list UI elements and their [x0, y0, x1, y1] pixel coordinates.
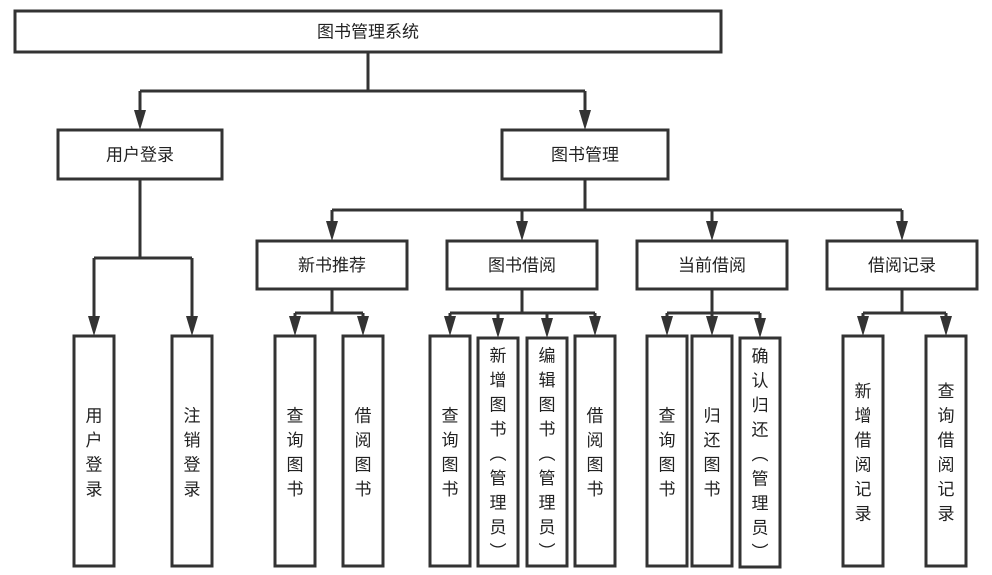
node-label: 图书借阅 [488, 256, 556, 276]
node-br-query-records: 查询借阅记录 [924, 334, 968, 568]
node-book-borrow: 图书借阅 [445, 239, 599, 291]
arrowhead-nbr-query-books [289, 316, 301, 336]
arrowhead-book-borrow [516, 221, 528, 241]
node-label: 新书推荐 [298, 256, 366, 276]
node-bb-borrow-books: 借阅图书 [573, 334, 617, 568]
node-bb-query-books: 查询图书 [428, 334, 472, 568]
arrowhead-nbr-borrow-books [357, 316, 369, 336]
node-label: 用户登录 [106, 146, 174, 166]
node-logout: 注销登录 [170, 334, 214, 568]
node-nbr-borrow-books: 借阅图书 [341, 334, 385, 568]
nodes: 图书管理系统用户登录用户登录注销登录图书管理新书推荐查询图书借阅图书图书借阅查询… [13, 9, 979, 569]
node-box [645, 334, 689, 568]
node-box [635, 239, 789, 291]
node-label: 查询借阅记录 [938, 382, 955, 524]
node-label: 新增图书︵管理员︶ [490, 346, 507, 562]
arrowhead-bb-borrow-books [589, 316, 601, 336]
node-label: 新增借阅记录 [855, 382, 872, 524]
node-box [525, 336, 569, 568]
node-user-login: 用户登录 [56, 128, 224, 181]
node-box [841, 334, 885, 568]
node-box [825, 239, 979, 291]
node-box [428, 334, 472, 568]
node-bb-edit-book: 编辑图书︵管理员︶ [525, 336, 569, 568]
arrowhead-user-login [134, 110, 146, 130]
node-label: 借阅图书 [355, 407, 372, 501]
node-box [476, 336, 520, 568]
node-box [573, 334, 617, 568]
node-box [738, 336, 782, 569]
node-box [273, 334, 317, 568]
node-box [445, 239, 599, 291]
node-cb-confirm-return: 确认归还︵管理员︶ [738, 336, 782, 569]
node-label: 归还图书 [704, 407, 721, 501]
node-label: 当前借阅 [678, 256, 746, 276]
node-new-book-recommend: 新书推荐 [255, 239, 409, 291]
node-box [56, 128, 224, 181]
node-label: 查询图书 [287, 407, 304, 501]
node-label: 图书管理系统 [317, 23, 419, 43]
arrowhead-new-book-recommend [326, 221, 338, 241]
node-root: 图书管理系统 [13, 9, 723, 54]
arrowhead-cb-return-books [706, 316, 718, 336]
node-label: 查询图书 [659, 407, 676, 501]
node-label: 用户登录 [86, 407, 103, 501]
node-box [690, 334, 734, 568]
node-cb-query-books: 查询图书 [645, 334, 689, 568]
arrowhead-bb-add-book [492, 318, 504, 338]
arrowhead-logout [186, 316, 198, 336]
node-label: 确认归还︵管理员︶ [752, 347, 769, 563]
arrowhead-cb-confirm-return [754, 318, 766, 338]
node-label: 借阅记录 [868, 256, 936, 276]
node-box [500, 128, 670, 181]
node-box [341, 334, 385, 568]
arrowhead-borrow-records [896, 221, 908, 241]
node-label: 图书管理 [551, 146, 619, 166]
arrowhead-br-add-record [857, 316, 869, 336]
node-br-add-record: 新增借阅记录 [841, 334, 885, 568]
arrowhead-br-query-records [940, 316, 952, 336]
node-label: 编辑图书︵管理员︶ [539, 346, 556, 562]
node-box [255, 239, 409, 291]
connectors [88, 52, 952, 338]
node-box [924, 334, 968, 568]
node-cb-return-books: 归还图书 [690, 334, 734, 568]
node-book-management: 图书管理 [500, 128, 670, 181]
node-box [13, 9, 723, 54]
node-label: 借阅图书 [587, 407, 604, 501]
node-nbr-query-books: 查询图书 [273, 334, 317, 568]
node-current-borrow: 当前借阅 [635, 239, 789, 291]
node-bb-add-book: 新增图书︵管理员︶ [476, 336, 520, 568]
arrowhead-cb-query-books [661, 316, 673, 336]
node-label: 查询图书 [442, 407, 459, 501]
arrowhead-book-management [579, 110, 591, 130]
node-label: 注销登录 [184, 407, 201, 501]
arrowhead-current-borrow [706, 221, 718, 241]
node-box [72, 334, 116, 568]
arrowhead-bb-query-books [444, 316, 456, 336]
node-user-login-leaf: 用户登录 [72, 334, 116, 568]
arrowhead-bb-edit-book [541, 318, 553, 338]
node-borrow-records: 借阅记录 [825, 239, 979, 291]
arrowhead-user-login-leaf [88, 316, 100, 336]
node-box [170, 334, 214, 568]
